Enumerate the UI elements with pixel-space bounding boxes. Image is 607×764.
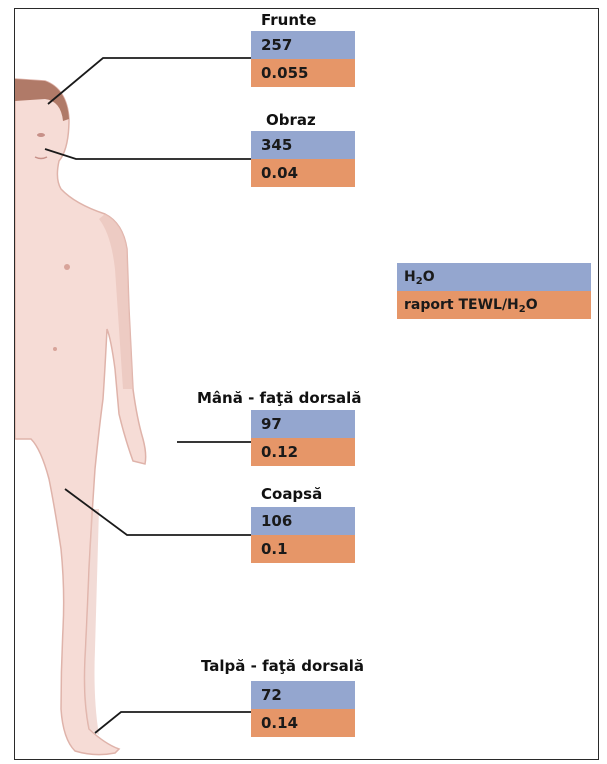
value-box-frunte: 257 0.055 (251, 31, 355, 87)
nipple (64, 264, 70, 270)
legend-ratio-prefix: raport TEWL/H (404, 297, 519, 313)
ratio-value: 0.1 (251, 535, 355, 563)
legend: H2O raport TEWL/H2O (397, 263, 591, 319)
h2o-value: 345 (251, 131, 355, 159)
legend-ratio-suffix: O (526, 297, 538, 313)
human-body-illustration (15, 79, 146, 755)
value-box-obraz: 345 0.04 (251, 131, 355, 187)
h2o-value: 72 (251, 681, 355, 709)
region-label-obraz: Obraz (266, 111, 316, 129)
ratio-value: 0.055 (251, 59, 355, 87)
leader-line-talpa (95, 712, 251, 733)
region-label-coapsa: Coapsă (261, 485, 322, 503)
eye (37, 133, 45, 137)
legend-ratio: raport TEWL/H2O (397, 291, 591, 319)
ratio-value: 0.14 (251, 709, 355, 737)
region-label-frunte: Frunte (261, 11, 316, 29)
body-silhouette (15, 79, 146, 755)
leader-line-obraz (45, 149, 251, 159)
h2o-value: 97 (251, 410, 355, 438)
h2o-value: 257 (251, 31, 355, 59)
h2o-value: 106 (251, 507, 355, 535)
ratio-value: 0.12 (251, 438, 355, 466)
region-label-talpa: Talpă - faţă dorsală (201, 657, 364, 675)
figure-frame: Frunte 257 0.055 Obraz 345 0.04 H2O rapo… (14, 8, 599, 760)
ratio-value: 0.04 (251, 159, 355, 187)
leader-line-frunte (48, 58, 251, 104)
legend-h2o-prefix: H (404, 269, 416, 285)
legend-h2o: H2O (397, 263, 591, 291)
region-label-mana: Mână - faţă dorsală (197, 389, 361, 407)
legend-h2o-sub: 2 (416, 276, 423, 287)
value-box-coapsa: 106 0.1 (251, 507, 355, 563)
legend-ratio-sub: 2 (519, 304, 526, 315)
value-box-talpa: 72 0.14 (251, 681, 355, 737)
value-box-mana: 97 0.12 (251, 410, 355, 466)
legend-h2o-suffix: O (423, 269, 435, 285)
navel (53, 347, 57, 351)
